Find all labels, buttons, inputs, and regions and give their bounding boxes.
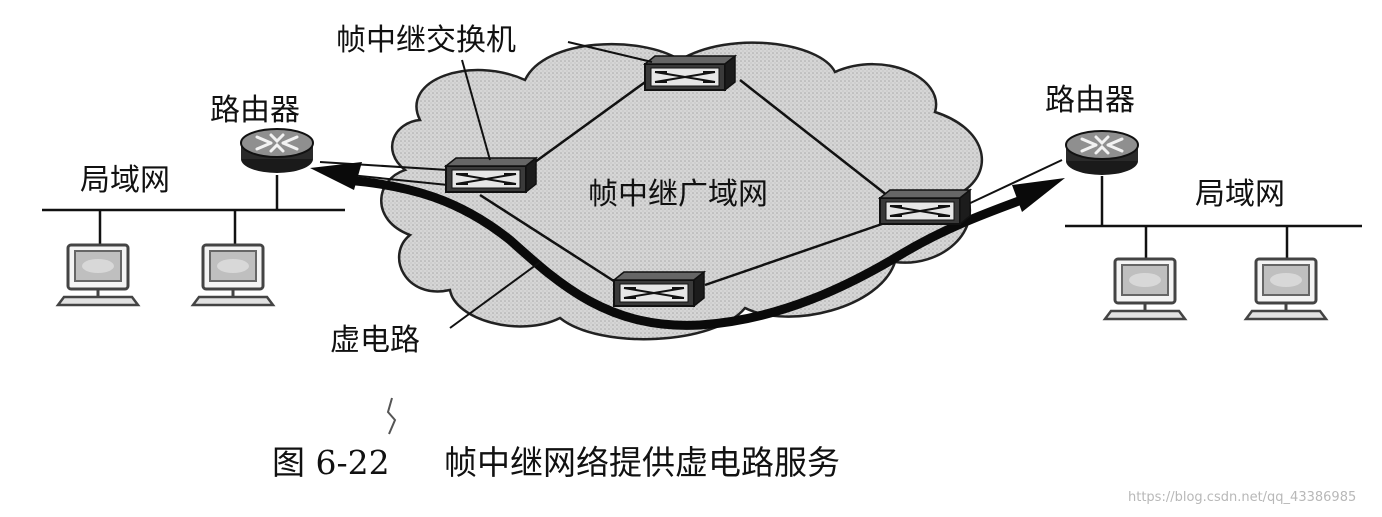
leader-lines <box>449 41 653 329</box>
label-frame-relay-switch: 帧中继交换机 <box>336 23 516 58</box>
caption-number: 图 6-22 <box>272 443 390 482</box>
pc-left-2-icon <box>191 243 275 307</box>
frame-relay-switch-bottom <box>613 271 705 307</box>
scan-artifact-mark <box>386 397 397 435</box>
router-right-icon <box>1064 129 1140 177</box>
frame-relay-switch-right <box>879 189 971 225</box>
lan-left-bus <box>42 175 345 248</box>
circuit-arrow-right-icon <box>1012 178 1065 212</box>
pc-left-1-icon <box>56 243 140 307</box>
virtual-circuit-path <box>340 175 1040 330</box>
circuit-arrow-left-icon <box>310 162 362 190</box>
label-router-left: 路由器 <box>210 93 300 128</box>
caption-text: 帧中继网络提供虚电路服务 <box>444 443 840 482</box>
watermark: https://blog.csdn.net/qq_43386985 <box>1128 490 1357 505</box>
label-lan-left: 局域网 <box>80 163 170 198</box>
pc-right-1-icon <box>1103 257 1187 321</box>
pc-right-2-icon <box>1244 257 1328 321</box>
lan-right-bus <box>1065 176 1362 262</box>
wan-cloud <box>380 41 983 341</box>
trunk-links <box>479 78 889 287</box>
label-virtual-circuit: 虚电路 <box>330 323 420 358</box>
router-left-icon <box>239 127 315 175</box>
frame-relay-switch-left <box>445 157 537 193</box>
label-router-right: 路由器 <box>1045 83 1135 118</box>
label-wan: 帧中继广域网 <box>588 177 768 212</box>
frame-relay-switch-top <box>644 55 736 91</box>
label-lan-right: 局域网 <box>1195 177 1285 212</box>
